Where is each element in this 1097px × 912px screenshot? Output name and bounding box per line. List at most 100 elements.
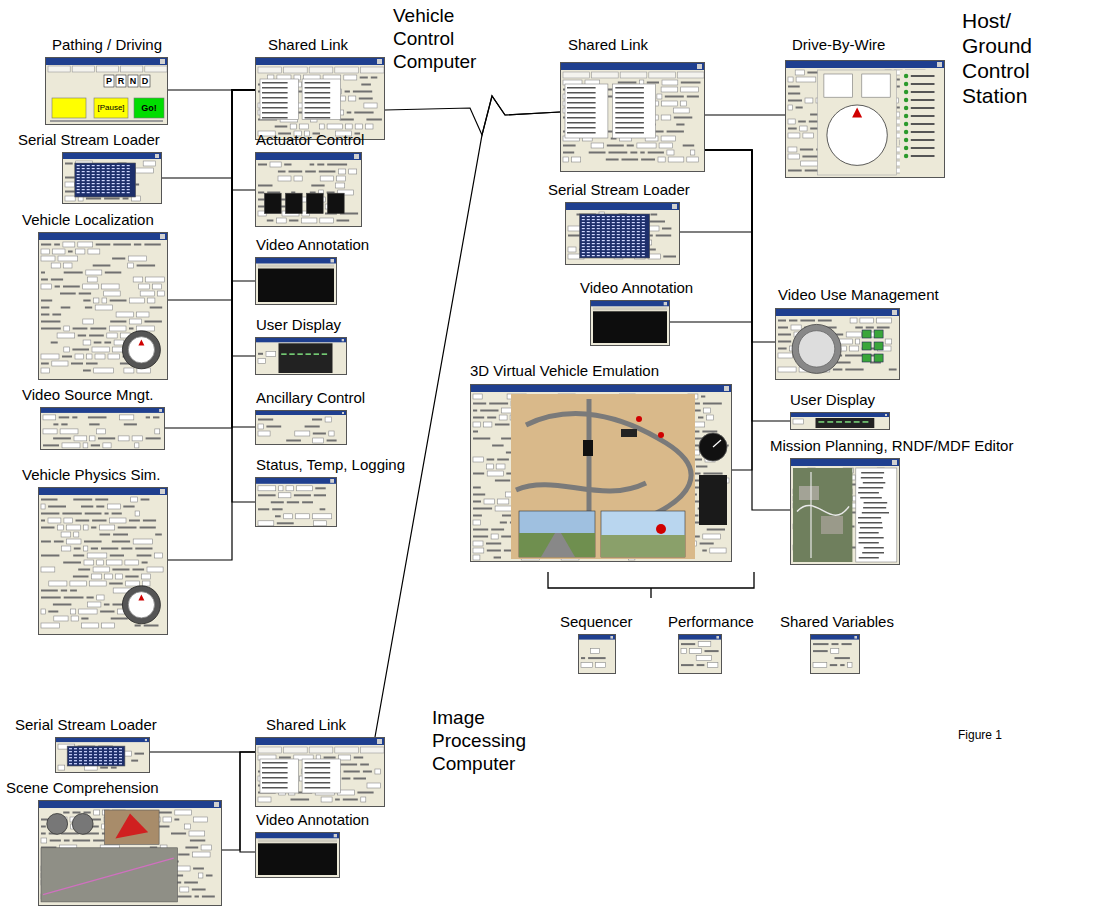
text-line <box>622 159 639 161</box>
input-field <box>41 623 59 628</box>
tab <box>48 66 70 72</box>
input-field <box>54 616 68 621</box>
input-field <box>142 581 150 586</box>
text-line <box>195 896 199 898</box>
text-line <box>135 548 152 550</box>
input-field <box>70 581 87 586</box>
text-line <box>700 543 714 545</box>
input-field <box>486 464 493 469</box>
text-line <box>567 127 596 129</box>
text-line <box>667 131 684 133</box>
input-field <box>278 176 291 181</box>
window-mockup <box>256 411 346 444</box>
gauge-display <box>327 193 344 213</box>
input-field <box>95 354 105 359</box>
data-cell <box>602 237 605 238</box>
data-cell <box>632 249 635 250</box>
virtual-ground <box>511 394 695 559</box>
text-line <box>305 762 331 764</box>
window-mockup <box>256 258 336 304</box>
text-line <box>112 258 125 260</box>
data-cell <box>97 177 100 178</box>
input-field <box>92 347 110 352</box>
text-line <box>492 445 504 447</box>
data-cell <box>582 231 585 232</box>
input-field <box>698 642 711 647</box>
text-line <box>701 396 705 398</box>
text-line <box>90 328 106 330</box>
text-line <box>150 307 163 309</box>
text-line <box>615 102 644 104</box>
text-line <box>487 459 495 461</box>
data-cell <box>587 255 590 256</box>
input-field <box>147 567 163 572</box>
text-line <box>142 562 148 564</box>
input-field <box>60 429 78 434</box>
text-line <box>124 423 137 425</box>
input-field <box>349 169 357 174</box>
compass-ring <box>47 814 68 835</box>
display-text-line <box>289 353 294 355</box>
data-cell <box>112 177 115 178</box>
data-cell <box>582 240 585 241</box>
text-line <box>129 520 140 522</box>
data-cell <box>627 234 630 235</box>
data-cell <box>582 219 585 220</box>
data-cell <box>642 228 645 229</box>
data-cell <box>102 177 105 178</box>
data-cell <box>632 246 635 247</box>
input-field <box>703 534 721 539</box>
data-cell <box>617 225 620 226</box>
title-bar <box>41 408 164 413</box>
input-field <box>668 157 684 162</box>
text-line <box>360 764 369 766</box>
input-field <box>319 124 324 129</box>
data-cell <box>582 243 585 244</box>
input-field <box>297 486 313 491</box>
map-road <box>810 472 811 558</box>
data-cell <box>77 168 80 169</box>
data-cell <box>77 165 80 166</box>
input-field <box>778 367 796 372</box>
text-line <box>494 557 501 559</box>
title-bar <box>579 635 615 640</box>
screenshot-window: Vehicle Localization <box>38 232 168 380</box>
input-field <box>339 169 346 174</box>
data-cell <box>117 192 120 193</box>
data-cell <box>109 748 112 749</box>
close-button <box>672 204 677 209</box>
data-cell <box>582 246 585 247</box>
data-cell <box>77 192 80 193</box>
input-field <box>41 504 45 509</box>
text-line <box>91 527 96 529</box>
data-cell <box>87 171 90 172</box>
close-button <box>716 636 719 639</box>
input-field <box>568 247 576 252</box>
steering-dial <box>827 105 887 165</box>
input-field <box>295 431 310 436</box>
data-cell <box>597 234 600 235</box>
input-field <box>66 525 80 530</box>
input-field <box>101 284 119 289</box>
data-cell <box>74 757 77 758</box>
data-cell <box>84 763 87 764</box>
input-field <box>788 105 793 110</box>
text-line <box>266 426 281 428</box>
input-field <box>58 525 64 530</box>
input-field <box>473 541 483 546</box>
text-line <box>133 569 145 571</box>
text-line <box>93 265 111 267</box>
data-cell <box>587 249 590 250</box>
input-field <box>286 486 294 491</box>
text-line <box>41 499 58 501</box>
data-cell <box>602 222 605 223</box>
data-cell <box>597 219 600 220</box>
text-line <box>258 353 263 355</box>
gear-box <box>128 75 138 87</box>
data-cell <box>617 228 620 229</box>
text-line <box>112 513 122 515</box>
data-cell <box>637 255 640 256</box>
data-cell <box>119 754 122 755</box>
data-cell <box>102 180 105 181</box>
text-line <box>778 327 788 329</box>
